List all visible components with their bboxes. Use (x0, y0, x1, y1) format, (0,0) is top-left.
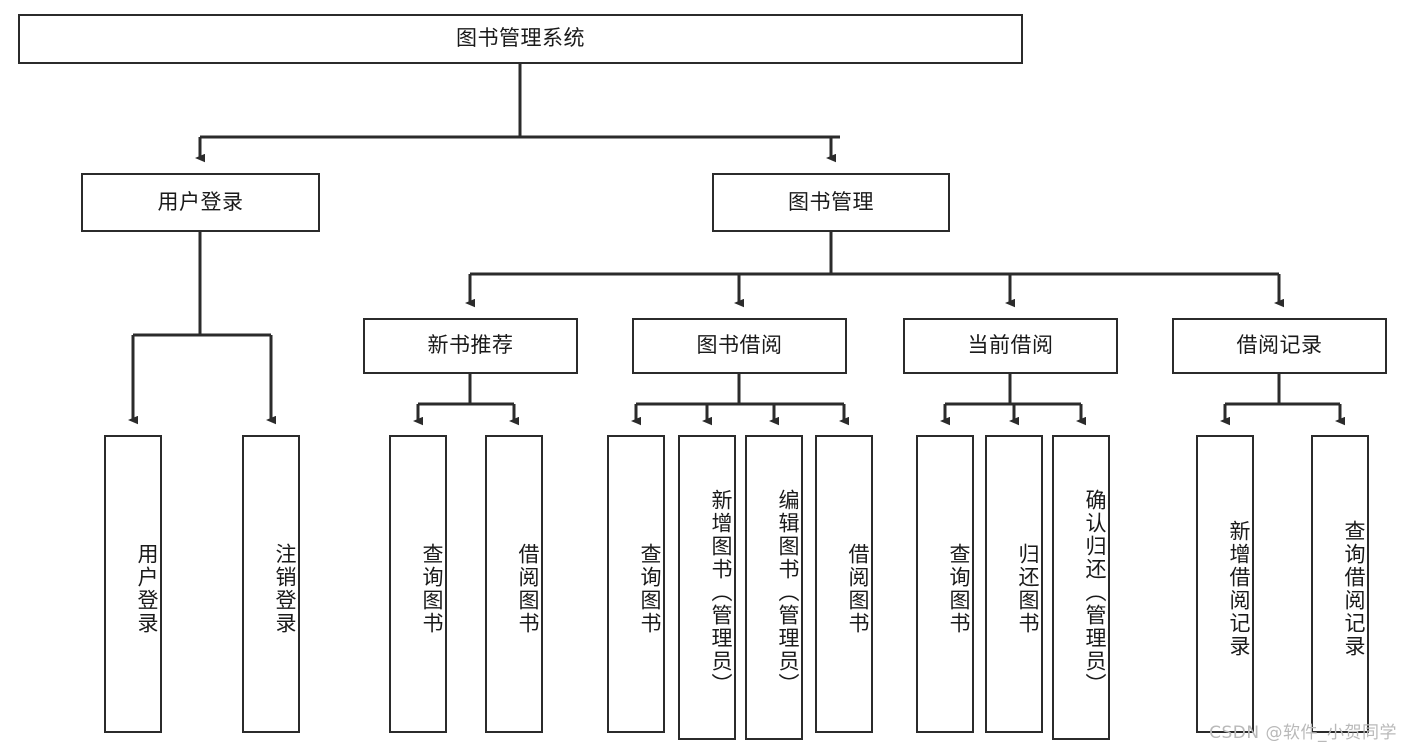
leaf-edit-book-admin-label: 编辑图书（管理员） (776, 489, 800, 696)
leaf-borrow-book-new-label: 借阅图书 (516, 543, 540, 635)
node-user-login-label: 用户登录 (157, 189, 244, 214)
leaf-return-book[interactable]: 归还图书 (985, 435, 1043, 733)
leaf-query-borrow-record-label: 查询借阅记录 (1342, 520, 1366, 658)
node-new-book-recommend-label: 新书推荐 (427, 333, 514, 358)
leaf-query-book-borrow[interactable]: 查询图书 (607, 435, 665, 733)
leaf-add-book-admin-label: 新增图书（管理员） (709, 489, 733, 696)
node-borrow-record-label: 借阅记录 (1236, 333, 1323, 358)
leaf-add-borrow-record-label: 新增借阅记录 (1227, 520, 1251, 658)
node-book-manage-label: 图书管理 (788, 189, 874, 214)
leaf-query-borrow-record[interactable]: 查询借阅记录 (1311, 435, 1369, 733)
leaf-logout[interactable]: 注销登录 (242, 435, 300, 733)
leaf-borrow-book[interactable]: 借阅图书 (815, 435, 873, 733)
leaf-query-book-borrow-label: 查询图书 (638, 543, 662, 635)
node-borrow-record[interactable]: 借阅记录 (1172, 318, 1387, 374)
leaf-confirm-return-admin-label: 确认归还（管理员） (1083, 489, 1107, 696)
node-book-manage[interactable]: 图书管理 (712, 173, 950, 232)
leaf-query-book-new[interactable]: 查询图书 (389, 435, 447, 733)
leaf-confirm-return-admin[interactable]: 确认归还（管理员） (1052, 435, 1110, 740)
node-book-borrow[interactable]: 图书借阅 (632, 318, 847, 374)
leaf-query-book-new-label: 查询图书 (420, 543, 444, 635)
node-user-login[interactable]: 用户登录 (81, 173, 320, 232)
leaf-query-book-current[interactable]: 查询图书 (916, 435, 974, 733)
csdn-watermark: CSDN @软件_小贺同学 (1209, 723, 1397, 743)
leaf-add-borrow-record[interactable]: 新增借阅记录 (1196, 435, 1254, 733)
leaf-borrow-book-label: 借阅图书 (846, 543, 870, 635)
node-current-borrow[interactable]: 当前借阅 (903, 318, 1118, 374)
leaf-user-login[interactable]: 用户登录 (104, 435, 162, 733)
leaf-add-book-admin[interactable]: 新增图书（管理员） (678, 435, 736, 740)
leaf-borrow-book-new[interactable]: 借阅图书 (485, 435, 543, 733)
node-new-book-recommend[interactable]: 新书推荐 (363, 318, 578, 374)
leaf-logout-label: 注销登录 (273, 543, 297, 635)
leaf-edit-book-admin[interactable]: 编辑图书（管理员） (745, 435, 803, 740)
leaf-user-login-label: 用户登录 (135, 543, 159, 635)
leaf-query-book-current-label: 查询图书 (947, 543, 971, 635)
node-root[interactable]: 图书管理系统 (18, 14, 1023, 64)
node-current-borrow-label: 当前借阅 (967, 333, 1054, 358)
node-root-label: 图书管理系统 (456, 26, 585, 51)
leaf-return-book-label: 归还图书 (1016, 543, 1040, 635)
node-book-borrow-label: 图书借阅 (696, 333, 783, 358)
